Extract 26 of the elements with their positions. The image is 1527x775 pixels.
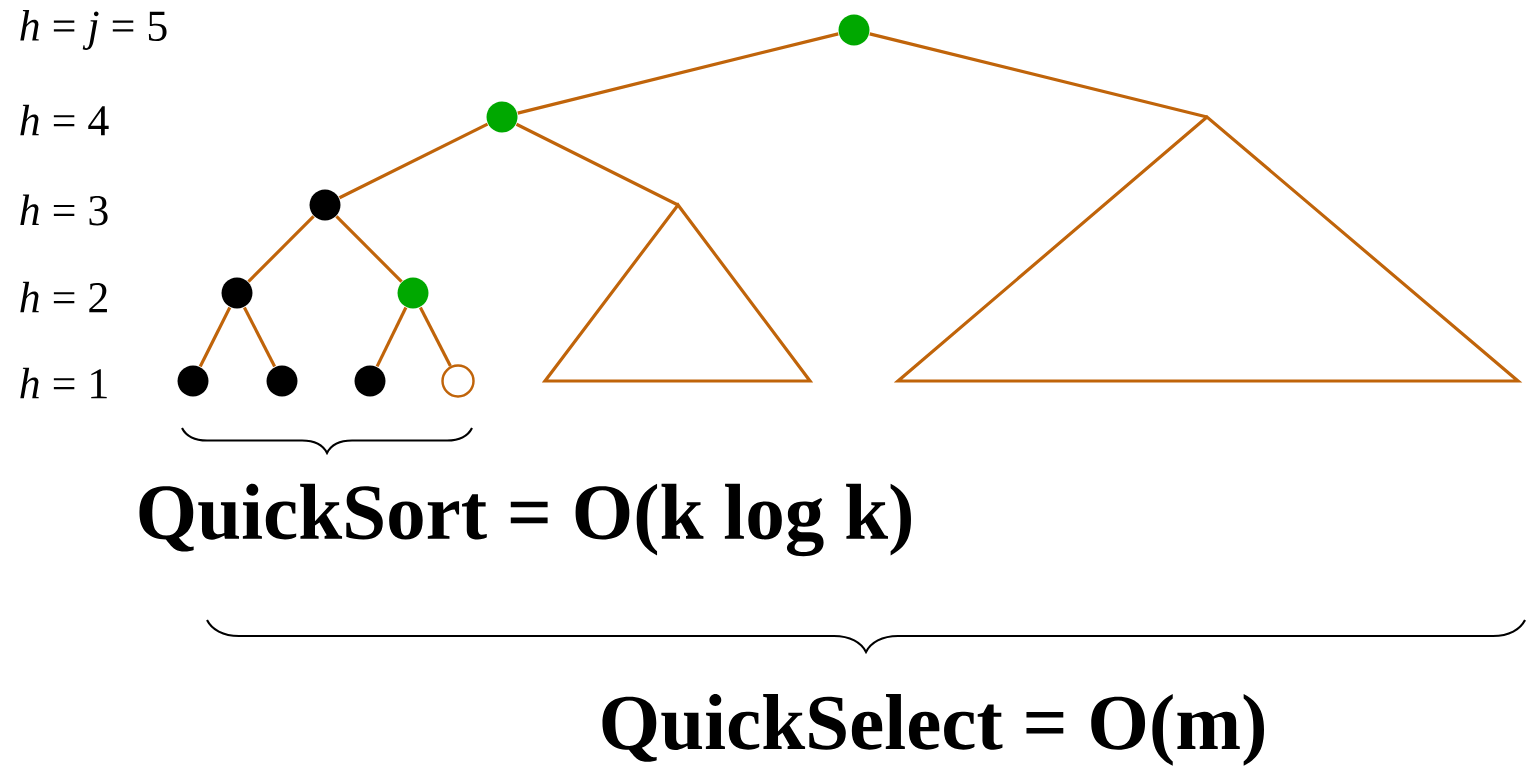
level-label: h = 2 — [20, 281, 107, 313]
tree-edge — [869, 32, 1208, 119]
level-label: h = 4 — [20, 104, 109, 136]
open-circle — [441, 364, 475, 398]
tree-node-dot — [397, 277, 429, 309]
tree-edge — [515, 122, 679, 207]
tree-node-dot — [221, 277, 253, 309]
tree-node-dot — [177, 365, 209, 397]
tree-node-dot — [309, 189, 341, 221]
tree-edge — [198, 306, 232, 368]
complexity-label: QuickSort = O(k log k) — [139, 483, 911, 557]
tree-edge — [419, 306, 452, 367]
tree-node-dot — [486, 101, 518, 133]
tree-edge — [247, 215, 315, 283]
complexity-label: QuickSelect = O(m) — [602, 694, 1264, 766]
tree-edge — [243, 306, 277, 368]
tree-node-dot — [354, 365, 386, 397]
level-label: h = 1 — [20, 367, 107, 399]
tree-edge — [375, 306, 408, 368]
tree-edge — [335, 215, 403, 283]
level-label: h = j = 5 — [20, 10, 167, 50]
tree-node-dot — [266, 365, 298, 397]
level-label: h = 3 — [20, 194, 108, 226]
tree-edge — [338, 122, 489, 200]
tree-edge — [517, 32, 839, 115]
tree-node-dot — [838, 14, 870, 46]
